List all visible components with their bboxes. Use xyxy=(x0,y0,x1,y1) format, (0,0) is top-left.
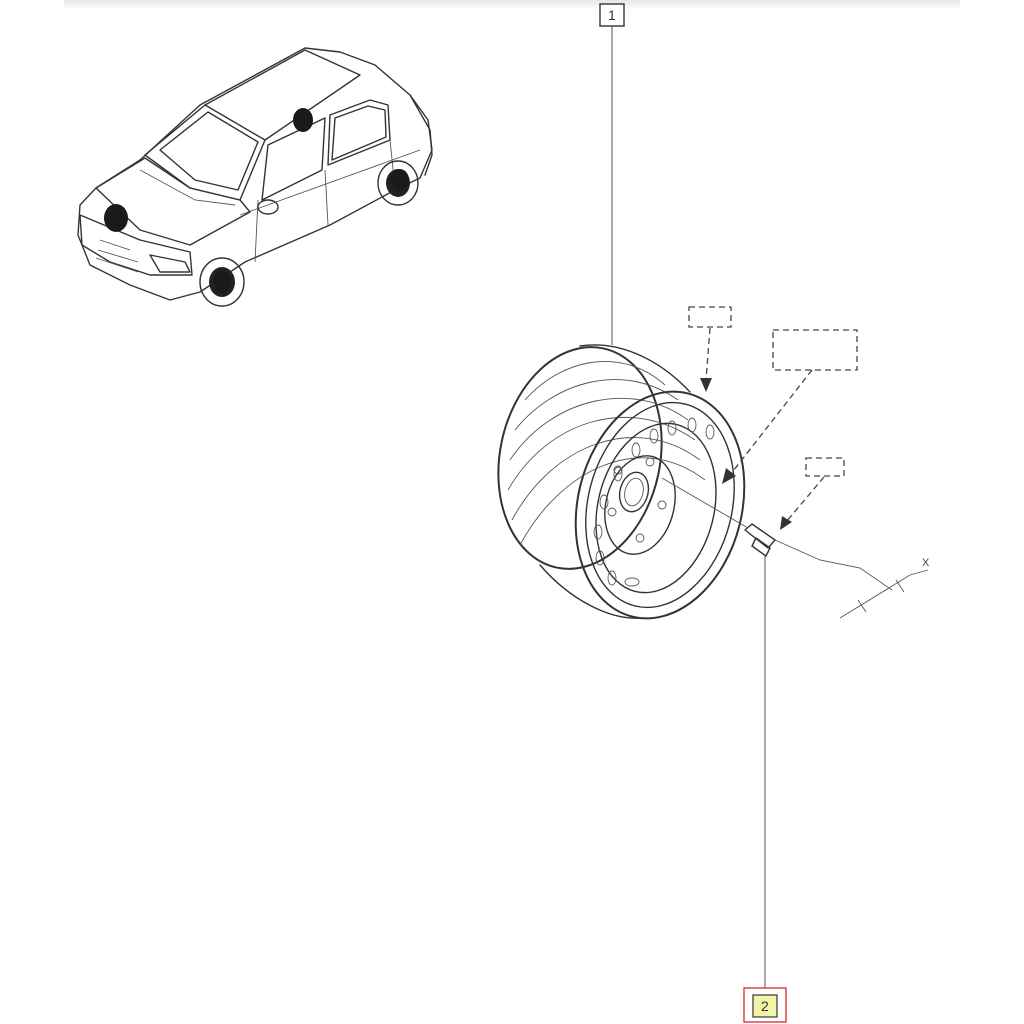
callout-2-highlight-frame xyxy=(743,987,787,1023)
steel-wheel-rim xyxy=(497,344,746,620)
wheel-marker-front-left xyxy=(104,204,128,232)
reference-box-3 xyxy=(805,457,845,477)
top-shadow xyxy=(64,0,960,10)
callout-1[interactable]: 1 xyxy=(599,3,625,345)
callout-2-box[interactable] xyxy=(752,994,778,1018)
car-illustration xyxy=(77,47,433,307)
dimension-x-label: X xyxy=(922,557,930,569)
reference-boxes xyxy=(688,306,858,530)
reference-box-1 xyxy=(688,306,732,328)
tire-valve-stem xyxy=(661,477,776,557)
dimension-x: X xyxy=(774,539,930,619)
reference-box-2 xyxy=(772,329,858,371)
callout-1-label: 1 xyxy=(608,7,616,23)
wheel-marker-rear-left xyxy=(293,108,313,132)
wheel-marker-rear-right xyxy=(391,169,409,191)
wheel-marker-front-right xyxy=(213,271,231,293)
callout-2[interactable]: 2 xyxy=(743,555,787,1023)
callout-2-label: 2 xyxy=(761,998,769,1014)
